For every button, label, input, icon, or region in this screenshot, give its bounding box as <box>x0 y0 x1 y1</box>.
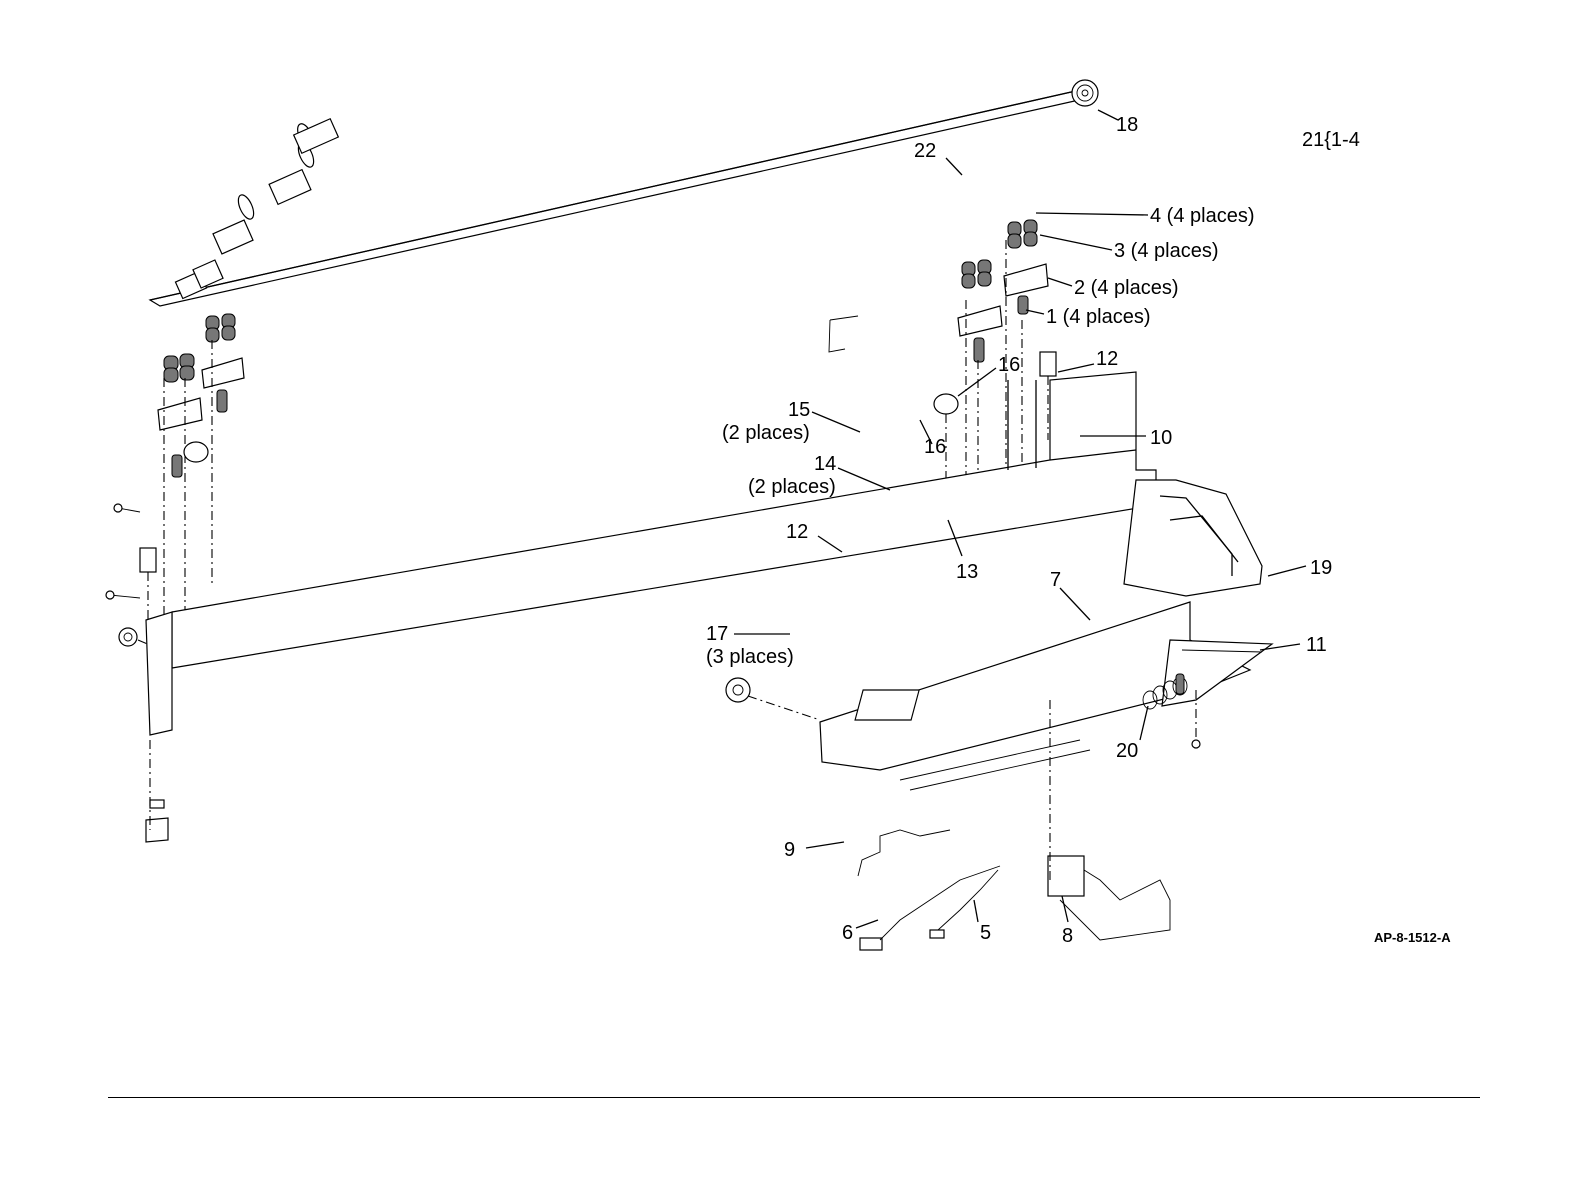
callout-9: 9 <box>784 839 795 861</box>
callout-19: 19 <box>1310 557 1332 579</box>
callout-8: 8 <box>1062 925 1073 947</box>
spring-holder-column-2 <box>202 314 244 585</box>
callout-11: 11 <box>1306 634 1327 656</box>
callout-4: 4 (4 places) <box>1150 205 1255 227</box>
main-frame <box>146 372 1272 790</box>
callout-15-places: (2 places) <box>722 422 810 444</box>
callout-12-upper: 12 <box>1096 348 1118 370</box>
callout-22: 22 <box>914 140 936 162</box>
kit-note: 21{1-4 <box>1302 129 1360 151</box>
callout-16-lower: 16 <box>924 436 946 458</box>
figure-id: AP-8-1512-A <box>1374 930 1451 945</box>
callout-1: 1 (4 places) <box>1046 306 1151 328</box>
callout-17-places: (3 places) <box>706 646 794 668</box>
spring-holder-column-1 <box>158 354 202 635</box>
callout-7: 7 <box>1050 569 1061 591</box>
callout-15: 15 <box>788 399 810 421</box>
callout-13: 13 <box>956 561 978 583</box>
callout-17: 17 <box>706 623 728 645</box>
drive-gear <box>1072 80 1098 106</box>
callout-18: 18 <box>1116 114 1138 136</box>
callout-20: 20 <box>1116 740 1138 762</box>
feed-roll-shaft <box>150 90 1088 306</box>
callout-6: 6 <box>842 922 853 944</box>
callout-10: 10 <box>1150 427 1172 449</box>
callout-14: 14 <box>814 453 836 475</box>
left-harness <box>146 740 168 842</box>
callout-5: 5 <box>980 922 991 944</box>
callout-16-upper: 16 <box>998 354 1020 376</box>
footer-rule <box>108 1097 1480 1098</box>
callout-14-places: (2 places) <box>748 476 836 498</box>
callout-2: 2 (4 places) <box>1074 277 1179 299</box>
callout-3: 3 (4 places) <box>1114 240 1219 262</box>
callout-12-lower: 12 <box>786 521 808 543</box>
